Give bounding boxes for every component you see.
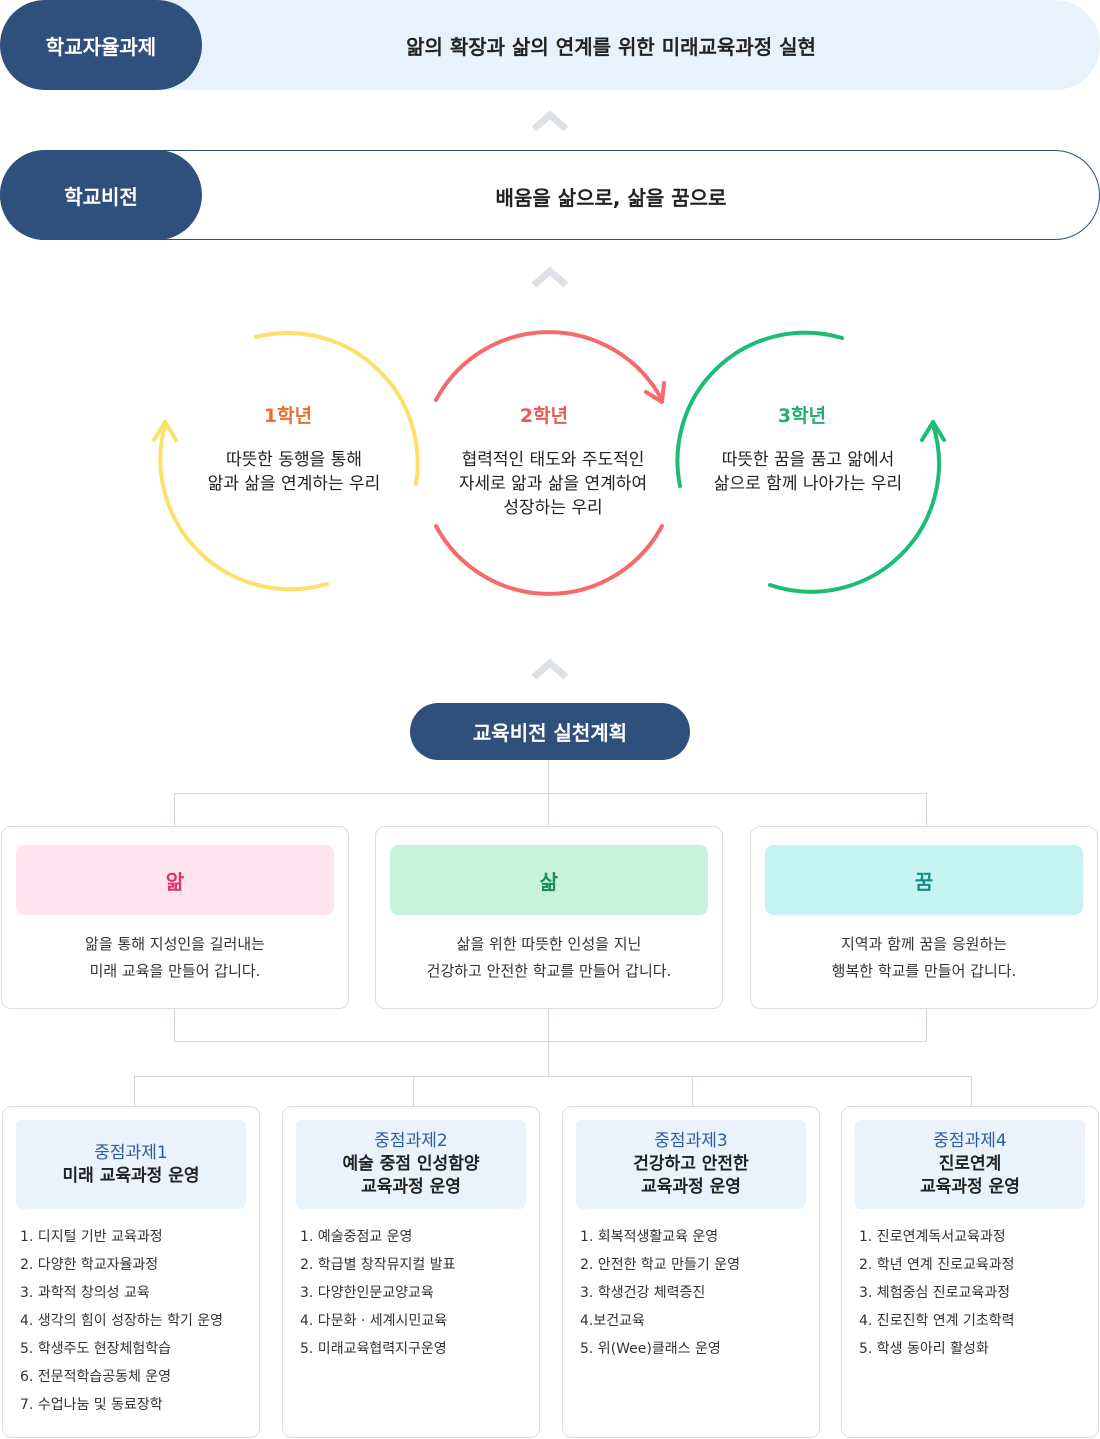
list-item: 4. 생각의 힘이 성장하는 학기 운영 <box>20 1313 224 1329</box>
connector-line <box>413 1076 414 1106</box>
school-autonomy-banner: 학교자율과제 앎의 확장과 삶의 연계를 위한 미래교육과정 실현 <box>0 0 1100 90</box>
task-title: 교육과정 운영 <box>641 1177 741 1197</box>
school-vision-label: 학교비전 <box>0 150 202 240</box>
list-item: 2. 학급별 창작뮤지컬 발표 <box>300 1257 456 1273</box>
connector-line <box>926 1009 927 1042</box>
grade1-arc <box>254 331 420 486</box>
connector-line <box>692 1076 693 1106</box>
chevron-up-icon <box>531 110 569 132</box>
chevron-up-icon <box>531 658 569 680</box>
school-autonomy-label: 학교자율과제 <box>0 0 202 90</box>
task-title: 건강하고 안전한 <box>633 1154 749 1174</box>
task-title: 교육과정 운영 <box>361 1177 461 1197</box>
connector-line <box>548 760 549 794</box>
grade2-arc <box>434 524 664 596</box>
grade1-arrow-icon <box>152 420 178 442</box>
school-vision-text: 배움을 삶으로, 삶을 꿈으로 <box>495 185 727 210</box>
value-title: 삶 <box>390 845 708 915</box>
task-card-4: 중점과제4 진로연계 교육과정 운영 1. 진로연계독서교육과정 2. 학년 연… <box>841 1106 1099 1438</box>
list-item: 2. 다양한 학교자율과정 <box>20 1257 159 1273</box>
list-item: 1. 진로연계독서교육과정 <box>859 1229 1006 1245</box>
school-vision-banner: 학교비전 배움을 삶으로, 삶을 꿈으로 <box>0 150 1100 240</box>
grade2-arc <box>434 330 664 402</box>
connector-line <box>548 1009 549 1077</box>
list-item: 5. 위(Wee)클래스 운영 <box>580 1341 721 1357</box>
school-autonomy-text: 앎의 확장과 삶의 연계를 위한 미래교육과정 실현 <box>406 34 816 59</box>
task-title: 미래 교육과정 운영 <box>62 1165 200 1186</box>
list-item: 3. 체험중심 진로교육과정 <box>859 1285 1011 1301</box>
list-item: 4. 진로진학 연계 기초학력 <box>859 1313 1015 1329</box>
list-item: 1. 디지털 기반 교육과정 <box>20 1229 163 1245</box>
connector-line <box>926 793 927 826</box>
list-item: 2. 안전한 학교 만들기 운영 <box>580 1257 740 1273</box>
value-title: 앎 <box>16 845 334 915</box>
list-item: 5. 학생주도 현장체험학습 <box>20 1341 172 1357</box>
list-item: 2. 학년 연계 진로교육과정 <box>859 1257 1015 1273</box>
task-number: 중점과제3 <box>654 1131 728 1151</box>
grade2-title: 2학년 <box>519 405 569 427</box>
task-card-2: 중점과제2 예술 중점 인성함양 교육과정 운영 1. 예술중점교 운영 2. … <box>282 1106 540 1438</box>
task-number: 중점과제2 <box>374 1131 448 1151</box>
list-item: 4. 다문화 · 세계시민교육 <box>300 1313 448 1329</box>
list-item: 6. 전문적학습공동체 운영 <box>20 1369 172 1385</box>
task-number: 중점과제1 <box>94 1142 168 1163</box>
grade3-arc <box>675 330 844 488</box>
grade3-arc <box>768 423 941 594</box>
list-item: 3. 다양한인문교양교육 <box>300 1285 434 1301</box>
connector-line <box>174 793 175 826</box>
task-card-1: 중점과제1 미래 교육과정 운영 1. 디지털 기반 교육과정 2. 다양한 학… <box>2 1106 260 1438</box>
grade3-arrow-icon <box>920 420 946 442</box>
connector-line <box>174 1009 175 1042</box>
connector-line <box>548 793 549 826</box>
value-title: 꿈 <box>765 845 1083 915</box>
list-item: 5. 학생 동아리 활성화 <box>859 1341 989 1357</box>
task-title: 진로연계 <box>938 1154 1002 1174</box>
list-item: 7. 수업나눔 및 동료장학 <box>20 1397 163 1413</box>
connector-line <box>134 1076 972 1077</box>
list-item: 1. 회복적생활교육 운영 <box>580 1229 719 1245</box>
grade2-arrow-icon <box>644 381 666 404</box>
list-item: 3. 학생건강 체력증진 <box>580 1285 706 1301</box>
task-header: 중점과제2 예술 중점 인성함양 교육과정 운영 <box>296 1120 526 1209</box>
list-item: 3. 과학적 창의성 교육 <box>20 1285 150 1301</box>
grade1-arc <box>158 423 329 592</box>
task-list: 1. 예술중점교 운영 2. 학급별 창작뮤지컬 발표 3. 다양한인문교양교육… <box>300 1223 456 1363</box>
connector-line <box>174 1041 927 1042</box>
task-header: 중점과제4 진로연계 교육과정 운영 <box>855 1120 1085 1209</box>
task-header: 중점과제3 건강하고 안전한 교육과정 운영 <box>576 1120 806 1209</box>
task-card-3: 중점과제3 건강하고 안전한 교육과정 운영 1. 회복적생활교육 운영 2. … <box>562 1106 820 1438</box>
task-list: 1. 디지털 기반 교육과정 2. 다양한 학교자율과정 3. 과학적 창의성 … <box>20 1223 223 1419</box>
grade3-title: 3학년 <box>777 405 827 427</box>
education-plan-pill: 교육비전 실천계획 <box>410 703 690 760</box>
task-header: 중점과제1 미래 교육과정 운영 <box>16 1120 246 1209</box>
grade-cycle-diagram <box>152 330 946 596</box>
list-item: 1. 예술중점교 운영 <box>300 1229 413 1245</box>
list-item: 4.보건교육 <box>580 1313 645 1329</box>
task-list: 1. 회복적생활교육 운영 2. 안전한 학교 만들기 운영 3. 학생건강 체… <box>580 1223 740 1363</box>
task-title: 예술 중점 인성함양 <box>342 1154 480 1174</box>
chevron-up-icon <box>531 266 569 288</box>
task-list: 1. 진로연계독서교육과정 2. 학년 연계 진로교육과정 3. 체험중심 진로… <box>859 1223 1015 1363</box>
connector-line <box>971 1076 972 1106</box>
connector-line <box>134 1076 135 1106</box>
grade1-title: 1학년 <box>263 405 313 427</box>
task-title: 교육과정 운영 <box>920 1177 1020 1197</box>
list-item: 5. 미래교육협력지구운영 <box>300 1341 447 1357</box>
connector-line <box>174 793 927 794</box>
task-number: 중점과제4 <box>933 1131 1007 1151</box>
